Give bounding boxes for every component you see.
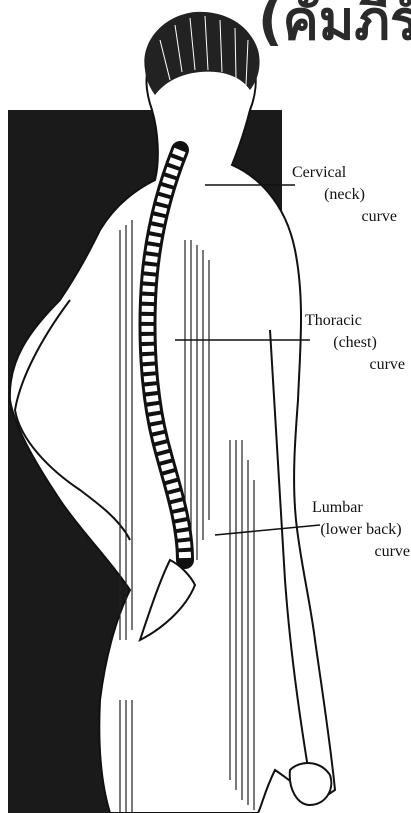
lumbar-curve: curve <box>312 541 410 563</box>
lumbar-region: (lower back) <box>312 519 410 541</box>
thoracic-label: Thoracic (chest) curve <box>305 310 405 376</box>
cervical-name: Cervical <box>292 162 397 184</box>
lumbar-name: Lumbar <box>312 497 410 519</box>
lumbar-label: Lumbar (lower back) curve <box>312 497 410 563</box>
page-title-fragment: (คัมภีร์ <box>258 0 411 48</box>
cervical-region: (neck) <box>292 184 397 206</box>
thoracic-name: Thoracic <box>305 310 405 332</box>
cervical-label: Cervical (neck) curve <box>292 162 397 228</box>
cervical-curve: curve <box>292 206 397 228</box>
thoracic-region: (chest) <box>305 332 405 354</box>
thoracic-curve: curve <box>305 354 405 376</box>
right-hand <box>290 763 332 805</box>
